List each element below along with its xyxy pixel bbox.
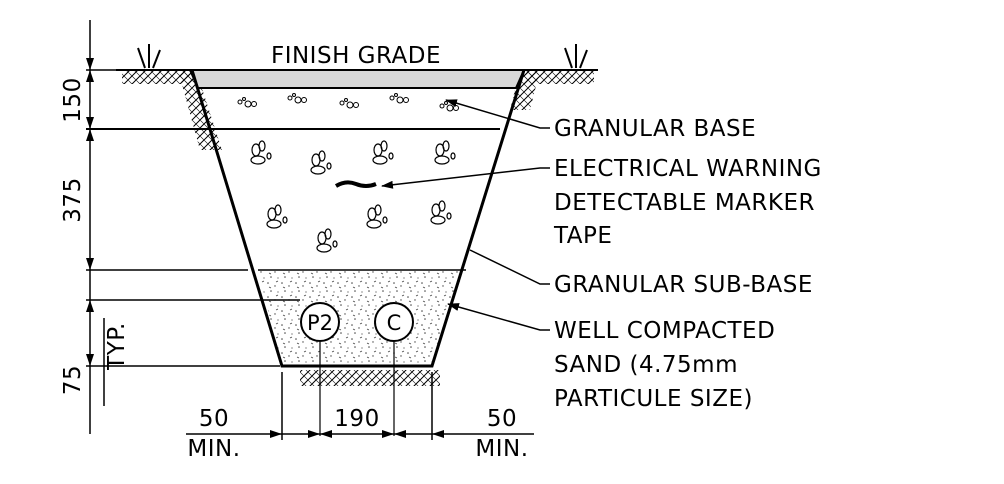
sub-base-label: GRANULAR SUB-BASE xyxy=(554,272,813,298)
conduit-p2: P2 xyxy=(300,302,340,436)
dim-bedding-depth: 75 xyxy=(60,365,86,395)
sand-label-line3: PARTICULE SIZE) xyxy=(554,386,753,412)
vertical-dimensions xyxy=(86,20,280,434)
finish-grade-label: FINISH GRADE xyxy=(271,43,441,69)
conduit-label-c: C xyxy=(387,311,402,335)
dim-fill-depth: 375 xyxy=(60,177,86,222)
dim-left-clearance: 50 xyxy=(199,406,229,432)
grass-icon-right xyxy=(564,44,588,69)
warning-tape-icon xyxy=(334,180,377,188)
sand-label-line2: SAND (4.75mm xyxy=(554,352,738,378)
granular-base-stones xyxy=(237,93,459,112)
finish-grade-layer xyxy=(188,69,526,89)
warning-tape-label-line3: TAPE xyxy=(553,223,612,249)
dim-bedding-note: TYP. xyxy=(104,322,130,371)
dim-left-clearance-note: MIN. xyxy=(187,436,240,462)
sand-label-line1: WELL COMPACTED xyxy=(554,318,775,344)
trench-body xyxy=(86,69,526,368)
sand-bedding-layer xyxy=(258,270,466,366)
conduit-c: C xyxy=(374,302,414,436)
dim-conduit-spacing: 190 xyxy=(334,406,379,432)
horizontal-dimensions xyxy=(186,372,534,440)
grass-icon-left xyxy=(137,44,161,69)
granular-base-label: GRANULAR BASE xyxy=(554,116,756,142)
warning-tape-label-line1: ELECTRICAL WARNING xyxy=(554,156,822,182)
leader-lines xyxy=(381,99,550,331)
granular-fill-stones xyxy=(250,140,456,253)
dim-base-depth: 150 xyxy=(60,77,86,122)
dim-right-clearance: 50 xyxy=(487,406,517,432)
conduit-label-p2: P2 xyxy=(307,311,333,335)
dim-right-clearance-note: MIN. xyxy=(475,436,528,462)
warning-tape-label-line2: DETECTABLE MARKER xyxy=(554,190,815,216)
